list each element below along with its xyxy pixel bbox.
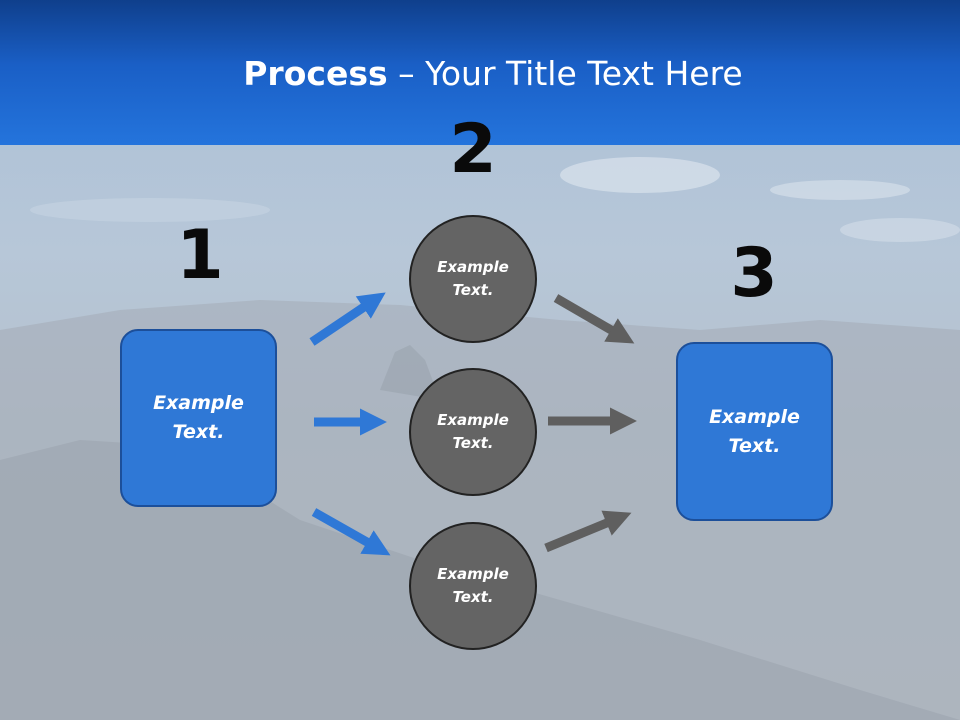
node-bottom-circle: Example Text. xyxy=(409,522,537,650)
node-top-label: Example Text. xyxy=(437,258,509,299)
node-middle-circle: Example Text. xyxy=(409,368,537,496)
step-3-label: Example Text. xyxy=(709,405,800,457)
node-top-circle: Example Text. xyxy=(409,215,537,343)
arrow-top-to-3 xyxy=(553,294,635,344)
arrow-1-to-bottom xyxy=(311,508,391,556)
step-1-box: Example Text. xyxy=(120,329,277,507)
title-bold: Process xyxy=(243,54,388,93)
step-1-label: Example Text. xyxy=(153,392,244,443)
title-rest: Your Title Text Here xyxy=(425,54,743,93)
slide-title: Process – Your Title Text Here xyxy=(0,54,960,94)
step-number-2: 2 xyxy=(449,110,497,189)
title-banner xyxy=(0,0,960,145)
step-3-box: Example Text. xyxy=(676,342,833,521)
step-number-1: 1 xyxy=(176,216,224,295)
step-number-3: 3 xyxy=(730,234,778,313)
title-dash: – xyxy=(387,54,426,93)
arrow-bottom-to-3 xyxy=(544,510,632,553)
node-middle-label: Example Text. xyxy=(437,411,509,452)
node-bottom-label: Example Text. xyxy=(437,565,509,606)
arrow-1-to-top xyxy=(309,292,386,346)
